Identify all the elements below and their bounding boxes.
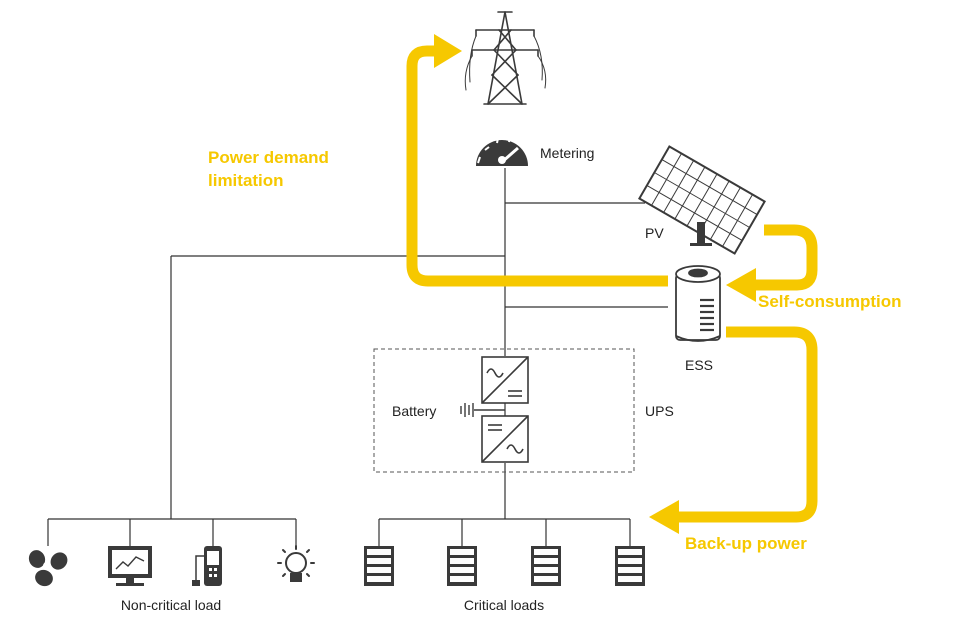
backup-power-arrowhead [649,500,679,534]
self-consumption-arrowhead [726,268,756,302]
ups-dashed-box [373,348,635,473]
transmission-tower-icon [464,11,547,105]
gauge-icon [476,136,528,166]
self-consumption-arrow-path [752,224,818,291]
server-rack-icon [531,546,561,586]
fan-icon [28,550,68,587]
power-demand-arrowhead [434,34,462,68]
server-rack-icon [447,546,477,586]
battery-label: Battery [392,403,437,419]
battery-cylinder-icon [675,265,721,342]
backup-power-label: Back-up power [685,534,807,553]
light-bulb-icon [277,545,315,582]
server-rack-icon [364,546,394,586]
solar-panel-icon [638,145,766,255]
power-demand-arrow-path [406,45,668,287]
flow-arrows [406,45,818,523]
handheld-device-icon [192,546,222,586]
power-demand-label-line2: limitation [208,170,284,190]
dc-battery-symbol-icon [460,403,505,417]
metering-label: Metering [540,145,595,161]
server-rack-icon [615,546,645,586]
ac-dc-converter-icon [481,356,529,404]
flow-arrowheads [434,34,756,534]
non-critical-load-label: Non-critical load [120,597,222,613]
wiring-lines [47,168,668,546]
self-consumption-label: Self-consumption [758,292,902,311]
ups-label: UPS [645,403,674,419]
critical-loads-label: Critical loads [463,597,545,613]
pv-label: PV [645,225,664,241]
ess-label: ESS [685,357,714,373]
power-demand-label: Power demand limitation [208,147,329,193]
power-demand-label-line1: Power demand [208,148,329,167]
dc-ac-converter-icon [481,415,529,463]
backup-power-arrow-path [676,326,818,523]
monitor-icon [108,546,152,586]
